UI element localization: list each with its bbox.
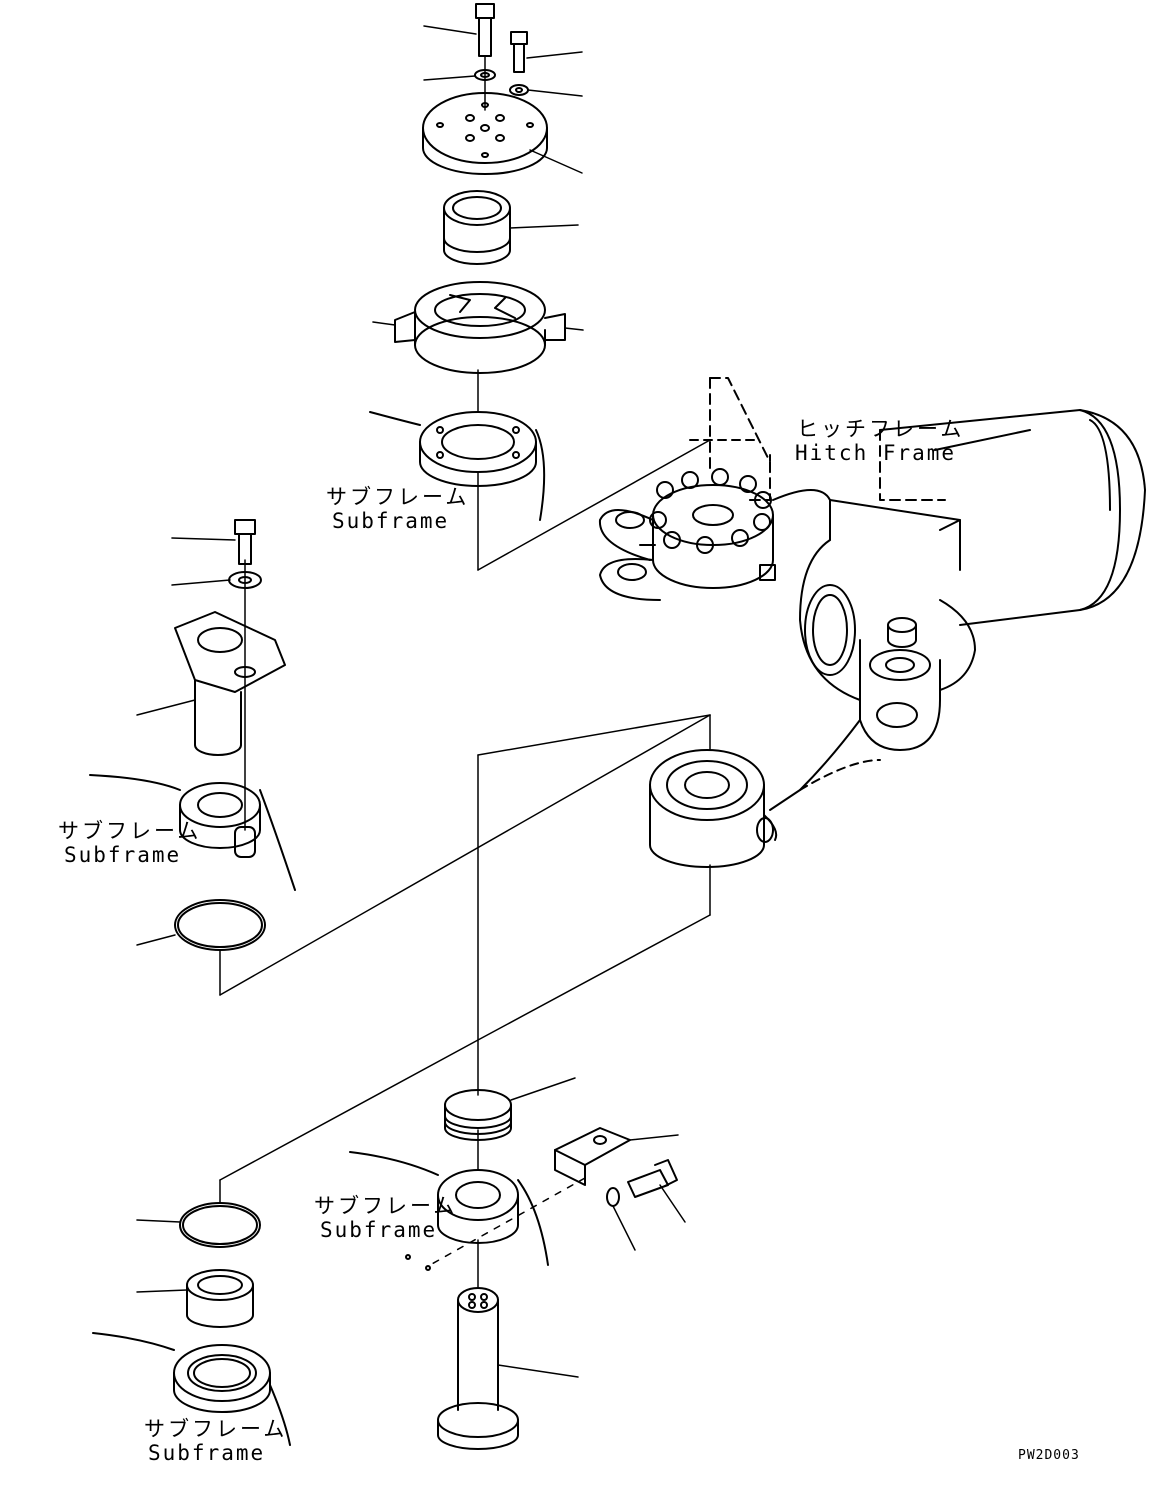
leader-lines-left [137, 538, 710, 995]
lower-washer [607, 1188, 619, 1206]
left-pin-with-plate [175, 612, 285, 755]
subframe-label-jp-2: サブフレーム [58, 819, 202, 843]
hitch-frame-label-en: Hitch Frame [795, 441, 957, 465]
subframe-label-en-2: Subframe [64, 843, 182, 867]
subframe-label-en-4: Subframe [148, 1441, 266, 1465]
lower-left-subframe-boss [93, 1333, 290, 1445]
subframe-label-jp-4: サブフレーム [144, 1417, 288, 1441]
top-cap-plate [423, 93, 547, 174]
hitch-frame [600, 378, 1145, 810]
hitch-frame-label-jp: ヒッチフレーム [797, 417, 965, 441]
left-subframe-boss [90, 775, 295, 890]
shim-plates [395, 282, 565, 373]
lower-bolt [628, 1160, 677, 1197]
top-bolt-short [511, 32, 527, 72]
subframe-label-en-1: Subframe [332, 509, 450, 533]
leader-lines-top [373, 26, 583, 330]
lower-hitch-boss [650, 750, 776, 867]
top-bushing [444, 191, 510, 264]
subframe-label-jp-1: サブフレーム [326, 485, 470, 509]
top-washer-right [510, 85, 528, 95]
subframe-label-en-3: Subframe [320, 1218, 438, 1242]
drawing-code: PW2D003 [1018, 1448, 1080, 1463]
left-o-ring [175, 900, 265, 950]
subframe-label-jp-3: サブフレーム [314, 1194, 458, 1218]
lower-bracket [555, 1128, 630, 1185]
left-bolt [235, 520, 255, 564]
center-axis-lines [245, 56, 710, 1095]
lower-left-bushing [187, 1270, 253, 1327]
leader-lines-bottom [137, 865, 710, 1377]
lower-left-o-ring [180, 1203, 260, 1247]
lower-pin [438, 1288, 518, 1449]
top-bolt-long [476, 4, 494, 56]
